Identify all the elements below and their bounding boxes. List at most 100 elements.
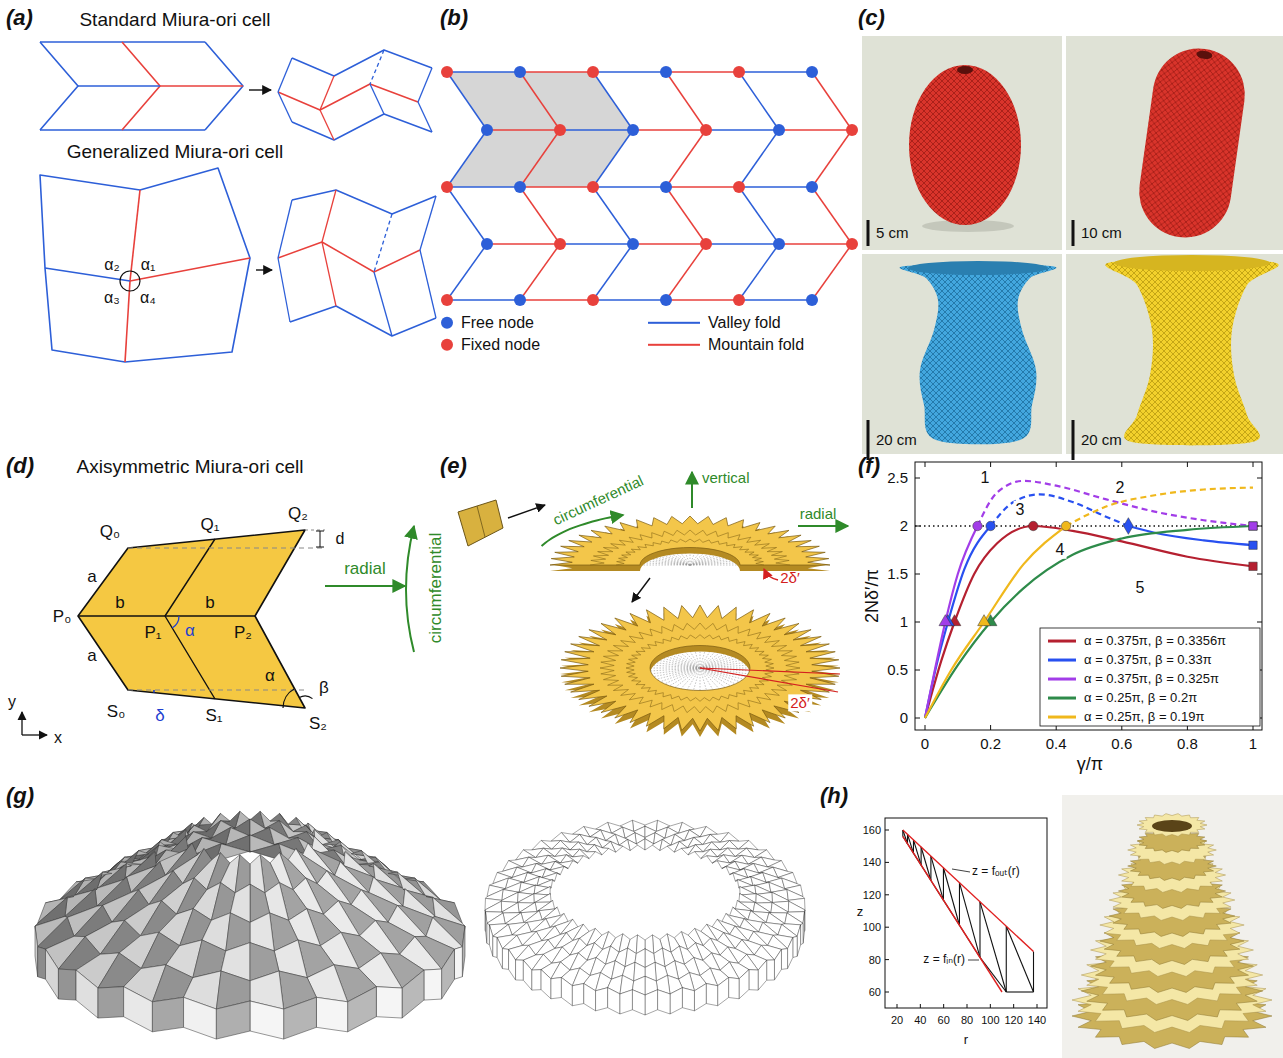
line-swatch: [1048, 659, 1076, 662]
crease-line: [739, 186, 812, 188]
figure-label: 3: [1014, 501, 1027, 519]
crease-line: [487, 243, 560, 245]
figure-label: 1: [1249, 735, 1257, 752]
crease-line: [520, 299, 593, 301]
figure-label: 80: [961, 1014, 973, 1027]
angle-arc: [299, 696, 312, 699]
axis-tick: [925, 462, 926, 467]
direction-arrow: [691, 472, 693, 508]
origami-panel: [706, 984, 717, 1006]
leader-line: [968, 960, 979, 961]
node-dot-swatch: [441, 339, 453, 351]
origami-panel: [740, 894, 757, 904]
origami-panel: [766, 913, 785, 925]
origami-panel: [284, 997, 317, 1039]
origami-panel: [749, 970, 758, 990]
figure-label: P₁: [144, 623, 161, 643]
origami-panel: [454, 947, 462, 979]
fold-line: [374, 272, 392, 336]
origami-panel: [694, 984, 706, 1011]
figure-label: 1.5: [887, 565, 908, 582]
spoke-line: [700, 668, 713, 690]
figure-label: circumferential: [550, 472, 646, 529]
direction-arrow: [798, 525, 848, 527]
crease-line: [739, 72, 779, 130]
zigzag-crease: [616, 539, 764, 565]
origami-panel: [753, 902, 771, 912]
crease-line: [593, 130, 633, 187]
crease-line: [812, 187, 852, 244]
origami-panel: [501, 892, 518, 902]
figure-label: Q₂: [288, 504, 308, 524]
axis-tick: [990, 1004, 991, 1008]
axis-tick: [915, 718, 920, 719]
line-swatch: [648, 344, 700, 347]
origami-step-top: [1137, 814, 1207, 837]
legend-text: Mountain fold: [708, 336, 804, 354]
origami-panel: [584, 984, 596, 1011]
crease-line: [593, 71, 666, 73]
figure-label: 0: [921, 735, 929, 752]
panel-a-art: [40, 42, 436, 362]
figure-label: a: [87, 567, 96, 587]
origami-panel: [442, 949, 455, 999]
figure-label: 0.4: [1046, 735, 1067, 752]
figure-label: Axisymmetric Miura-ori cell: [77, 456, 304, 478]
spoke-line: [654, 668, 700, 677]
scale-bar: [1072, 420, 1075, 460]
line-swatch: [1048, 697, 1076, 700]
pattern-node: [773, 238, 785, 250]
figure-label: 10 cm: [1081, 224, 1122, 241]
fold-line: [320, 110, 334, 140]
origami-panel: [682, 988, 694, 1011]
fold-line: [370, 84, 384, 114]
legend-text: α = 0.25π, β = 0.2π: [1084, 691, 1197, 706]
spoke-line: [640, 565, 690, 566]
figure-label: 120: [863, 888, 881, 901]
legend-item: Valley fold: [648, 314, 781, 332]
origami-panel: [758, 960, 767, 990]
origami-panel: [509, 949, 516, 980]
axis-tick: [915, 670, 920, 671]
origami-panel: [774, 949, 781, 980]
figure-label: P₂: [234, 623, 252, 643]
data-marker: [1124, 518, 1134, 535]
origami-panel: [739, 894, 756, 904]
pattern-node: [700, 124, 712, 136]
figure-label: 1: [979, 469, 992, 487]
angle-arc: [283, 689, 294, 708]
unit-wedge: [458, 500, 503, 546]
boundary-curve: [903, 836, 1002, 992]
data-marker: [978, 615, 991, 626]
spoke-line: [652, 662, 700, 668]
truss-member: [959, 883, 960, 926]
crease-line: [739, 244, 779, 300]
truss-member: [959, 883, 980, 958]
knitted-egg: [909, 65, 1021, 225]
panel-label: (d): [6, 453, 34, 478]
origami-panel: [636, 839, 645, 850]
legend-text: Free node: [461, 314, 534, 332]
truss-member: [1006, 926, 1033, 992]
crease-line: [666, 187, 706, 244]
crease-line: [78, 615, 255, 616]
crease-line: [447, 244, 487, 300]
figure-label: γ/π: [1077, 754, 1103, 775]
figure-label: 100: [863, 921, 881, 934]
crease-line: [666, 72, 706, 130]
figure-label: Generalized Miura-ori cell: [67, 141, 283, 163]
valley-fold: [292, 114, 432, 140]
truss-member: [930, 856, 931, 880]
unit-cell-shading: [447, 72, 633, 187]
pattern-node: [514, 181, 526, 193]
crease-line: [593, 186, 666, 188]
data-curve: [991, 494, 1129, 526]
knitted-hyperboloid: [1105, 259, 1278, 445]
data-curve: [925, 526, 991, 718]
truss-member: [943, 868, 959, 925]
origami-panel: [551, 977, 561, 998]
spoke-line: [690, 560, 738, 565]
crease-line: [520, 244, 560, 300]
legend-item: Mountain fold: [648, 336, 804, 354]
